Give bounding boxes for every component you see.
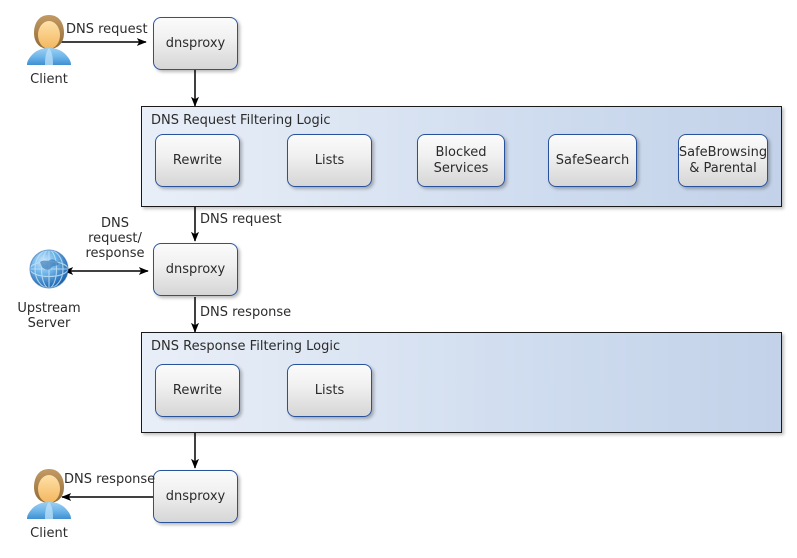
node-request-lists[interactable]: Lists: [287, 134, 372, 187]
panel-response-filtering-title: DNS Response Filtering Logic: [151, 339, 341, 354]
node-response-rewrite[interactable]: Rewrite: [155, 364, 240, 417]
user-icon: [27, 469, 71, 519]
user-icon: [27, 15, 71, 65]
node-dnsproxy-top[interactable]: dnsproxy: [153, 17, 238, 70]
edge-label-upstream-exchange: DNS request/ response: [85, 216, 145, 262]
actor-client-bottom: Client: [15, 466, 83, 541]
actor-client-top-label: Client: [30, 72, 68, 87]
node-response-lists[interactable]: Lists: [287, 364, 372, 417]
node-dnsproxy-mid[interactable]: dnsproxy: [153, 243, 238, 296]
actor-upstream-server-label: Upstream Server: [17, 301, 81, 332]
edge-label-client-to-dnsproxy: DNS request: [66, 22, 148, 37]
edge-label-dnsproxy-to-response-filter: DNS response: [200, 305, 292, 320]
edge-label-dnsproxy-to-request-filter: DNS request: [200, 212, 282, 227]
node-request-rewrite[interactable]: Rewrite: [155, 134, 240, 187]
globe-icon: [29, 249, 69, 289]
node-dnsproxy-bottom[interactable]: dnsproxy: [153, 470, 238, 523]
node-request-blocked-services[interactable]: Blocked Services: [417, 134, 505, 187]
node-request-safesearch[interactable]: SafeSearch: [548, 134, 637, 187]
panel-request-filtering-title: DNS Request Filtering Logic: [151, 113, 331, 128]
actor-client-bottom-label: Client: [30, 526, 68, 541]
actor-client-top: Client: [15, 12, 83, 87]
actor-upstream-server: Upstream Server: [13, 243, 85, 331]
panel-response-filtering: DNS Response Filtering Logic: [141, 332, 782, 433]
edge-label-dnsproxy-to-client: DNS response: [64, 472, 156, 487]
node-request-safebrowsing-parental[interactable]: SafeBrowsing & Parental: [678, 134, 768, 187]
